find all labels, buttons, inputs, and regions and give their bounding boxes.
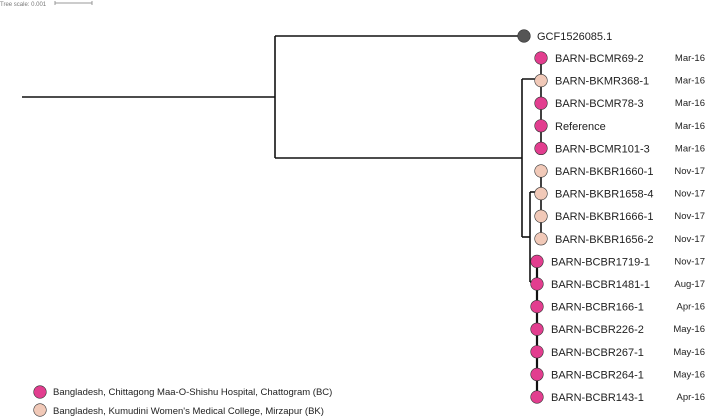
tip-marker-bk [534,232,548,246]
tip-marker-bc [530,345,544,359]
tip-marker-bc [530,367,544,382]
tip-row: BARN-BCMR101-3 Mar-16 [534,141,705,155]
tip-date: Aug-17 [674,279,705,290]
tip-label: BARN-BCBR1719-1 [551,256,650,268]
tree-scale-label: Tree scale: 0.001 [0,2,47,8]
legend-marker-bc [33,385,47,399]
tip-date: May-16 [673,347,705,358]
tip-marker-bc [530,277,544,291]
tip-label: BARN-BCBR267-1 [551,347,644,359]
tip-row: BARN-BKBR1660-1 Nov-17 [534,164,705,178]
tip-row: BARN-BKMR368-1 Mar-16 [534,73,705,88]
tip-label: BARN-BKBR1656-2 [555,234,653,246]
tip-date: Apr-16 [676,392,705,403]
tip-date: May-16 [673,324,705,335]
tip-row: BARN-BCBR166-1 Apr-16 [530,300,705,314]
tip-row: Reference Mar-16 [534,119,705,133]
legend-label-bc: Bangladesh, Chittagong Maa-O-Shishu Hosp… [53,387,332,398]
legend-marker-bk [33,403,47,417]
tip-row: BARN-BCMR78-3 Mar-16 [534,96,705,110]
outgroup-label: GCF1526085.1 [537,31,612,43]
tip-label: Reference [555,121,606,133]
tip-marker-bc [530,254,544,268]
tip-date: Nov-17 [674,166,705,177]
tip-marker-bc [534,141,548,155]
tip-row: BARN-BCMR69-2 Mar-16 [534,51,705,65]
tip-date: Apr-16 [676,302,705,313]
outgroup-node-marker [517,29,531,43]
tip-date: May-16 [673,369,705,380]
tip-row: BARN-BKBR1666-1 Nov-17 [534,209,705,223]
tip-marker-bc [534,51,548,65]
tip-label: BARN-BCBR166-1 [551,302,644,314]
tip-marker-bc [530,300,544,314]
tip-marker-bk [534,73,548,88]
tip-marker-bk [534,209,548,223]
tip-date: Mar-16 [675,76,705,87]
tip-marker-bc [530,390,544,404]
tip-date: Mar-16 [675,98,705,109]
tip-label: BARN-BCBR226-2 [551,324,644,336]
tip-date: Mar-16 [675,143,705,154]
tip-marker-bk [534,164,548,178]
tree-branches [22,35,542,396]
tip-row: BARN-BCBR226-2 May-16 [530,322,705,336]
tip-marker-bc [534,119,548,133]
tip-label: BARN-BCMR69-2 [555,53,644,65]
tip-date: Mar-16 [675,121,705,132]
tip-label: BARN-BKBR1666-1 [555,211,653,223]
tip-row: BARN-BCBR1719-1 Nov-17 [530,254,705,268]
tip-label: BARN-BCBR143-1 [551,392,644,404]
tip-date: Nov-17 [674,189,705,200]
tip-marker-bc [530,322,544,336]
tip-label: BARN-BCMR78-3 [555,98,644,110]
tip-label: BARN-BKBR1660-1 [555,166,653,178]
tip-date: Nov-17 [674,256,705,267]
tip-row: BARN-BCBR1481-1 Aug-17 [530,277,705,291]
tip-row: BARN-BKBR1656-2 Nov-17 [534,232,705,246]
tip-date: Mar-16 [675,53,705,64]
tip-row: BARN-BKBR1658-4 Nov-17 [534,187,705,201]
tip-label: BARN-BCBR1481-1 [551,279,650,291]
tip-marker-bk [534,187,548,201]
tip-marker-bc [534,96,548,110]
legend: Bangladesh, Chittagong Maa-O-Shishu Hosp… [33,385,332,417]
tip-row: BARN-BCBR267-1 May-16 [530,345,705,359]
legend-label-bk: Bangladesh, Kumudini Women's Medical Col… [53,406,324,417]
tip-label: BARN-BCMR101-3 [555,143,650,155]
tip-row: BARN-BCBR264-1 May-16 [530,367,705,382]
tip-date: Nov-17 [674,211,705,222]
tip-label: BARN-BKBR1658-4 [555,189,653,201]
tip-row: BARN-BCBR143-1 Apr-16 [530,390,705,404]
tip-date: Nov-17 [674,234,705,245]
outgroup-tip: GCF1526085.1 [517,29,612,43]
tip-label: BARN-BCBR264-1 [551,369,644,381]
tip-label: BARN-BKMR368-1 [555,76,649,88]
